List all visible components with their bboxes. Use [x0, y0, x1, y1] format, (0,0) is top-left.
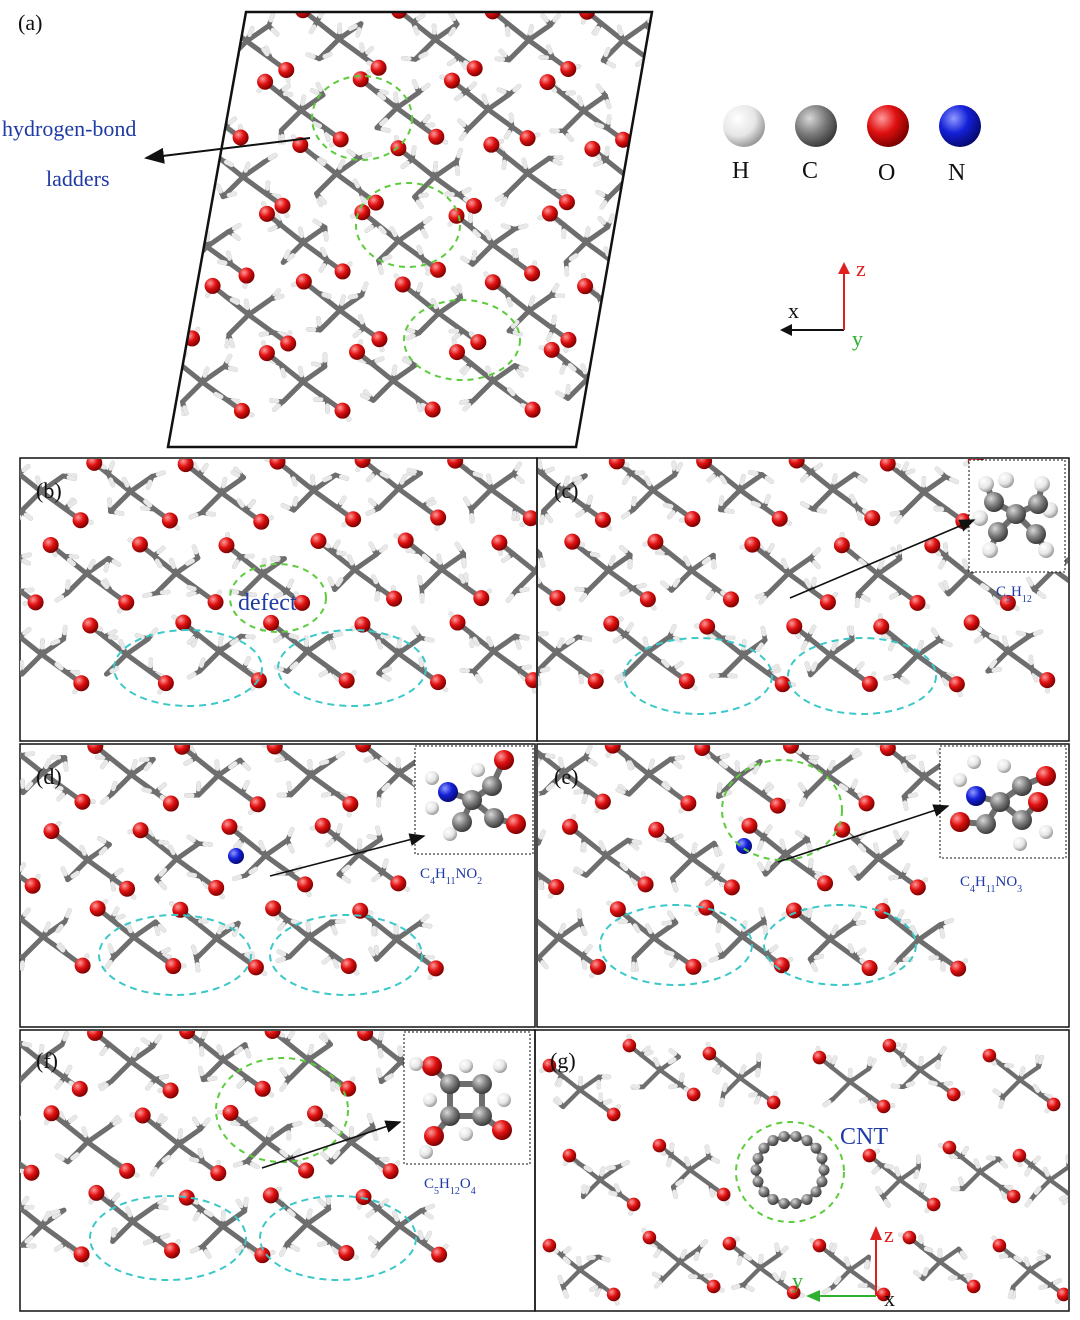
inset-c-molecule	[972, 472, 1058, 558]
axis-indicator-bottom: z y x	[792, 1222, 895, 1311]
legend-symbol-c: C	[802, 158, 818, 184]
panel-g-molecules	[539, 1033, 1068, 1306]
hbond-ladder-circle	[355, 182, 461, 268]
hbond-circle	[623, 637, 773, 715]
axis-z-label: z	[856, 256, 866, 281]
inset-f-arrow	[261, 1120, 402, 1169]
formula-e: C4H11NO3	[960, 874, 1022, 895]
inset-d-molecule	[425, 750, 526, 841]
panel-b: (b) defect	[20, 459, 536, 707]
legend-item-n: N	[939, 105, 981, 186]
formula-f: C5H12O4	[424, 1176, 476, 1197]
panel-f: (f) C5H12O4	[20, 1031, 531, 1281]
panel-a-molecules	[168, 12, 652, 422]
defect-label: defect	[238, 590, 297, 616]
ladder-circle	[721, 759, 843, 861]
axis-indicator-top: x z y	[780, 256, 866, 351]
hbond-circle	[599, 904, 753, 986]
panel-b-molecules	[20, 459, 536, 695]
panel-d-molecules	[20, 745, 449, 980]
panel-label-b: (b)	[36, 478, 62, 503]
hbond-ladder-circle	[403, 299, 521, 381]
defect-circle	[229, 563, 327, 633]
inset-e-molecule	[950, 755, 1056, 851]
panel-g: (g) CNT z y x	[539, 1033, 1068, 1311]
panel-a: (a) hydrogen-bond ladders	[2, 10, 654, 449]
panel-f-molecules	[20, 1031, 450, 1267]
panel-label-e: (e)	[554, 764, 578, 789]
hbond-circle	[98, 914, 252, 996]
inset-d-arrow	[269, 833, 426, 877]
inset-e-arrow	[777, 804, 950, 863]
legend-symbol-n: N	[948, 160, 965, 186]
panel-grid	[19, 457, 1070, 1312]
axis-y-label: y	[852, 326, 863, 351]
hbond-ladder-circle	[311, 75, 413, 161]
hbond-circle	[269, 914, 423, 996]
inset-f-frame	[403, 1031, 531, 1165]
atom-legend: H C O N	[723, 105, 981, 186]
panel-e: (e) C4H11NO3	[538, 745, 1067, 986]
legend-symbol-h: H	[732, 158, 749, 184]
axis-x-label: x	[884, 1286, 895, 1311]
legend-item-h: H	[723, 105, 765, 184]
legend-symbol-o: O	[878, 160, 895, 186]
axis-z-label: z	[884, 1222, 894, 1247]
cnt-label: CNT	[840, 1124, 888, 1150]
legend-item-o: O	[867, 105, 909, 186]
hbond-ladders-label-line2: ladders	[46, 166, 110, 191]
panel-label-g: (g)	[550, 1048, 576, 1073]
panel-label-f: (f)	[36, 1048, 58, 1073]
unit-cell-outline	[166, 10, 654, 449]
panel-d: (d) C4H11NO2	[20, 745, 534, 996]
hbond-circle	[763, 904, 917, 986]
legend-item-c: C	[795, 105, 837, 184]
hbond-circle	[89, 1195, 247, 1281]
hbond-circle	[277, 629, 427, 707]
panel-label-c: (c)	[554, 478, 578, 503]
formula-c: C5H12	[996, 584, 1032, 605]
axis-y-label: y	[792, 1268, 803, 1293]
hbond-circle	[113, 629, 263, 707]
axis-x-label: x	[788, 298, 799, 323]
hbond-ladder-arrow	[144, 137, 311, 164]
hbond-circle	[787, 637, 937, 715]
panel-e-molecules	[538, 745, 972, 979]
cnt-ring	[750, 1131, 830, 1209]
hbond-circle	[259, 1195, 417, 1281]
panel-c: (c) C5H12	[538, 459, 1068, 715]
hbond-ladders-label-line1: hydrogen-bond	[2, 116, 136, 141]
formula-d: C4H11NO2	[420, 866, 482, 887]
inset-f-molecule	[409, 1056, 512, 1159]
panel-label-d: (d)	[36, 764, 62, 789]
panel-label-a: (a)	[18, 10, 42, 35]
cnt-circle	[735, 1121, 845, 1223]
inset-c-arrow	[789, 519, 976, 599]
